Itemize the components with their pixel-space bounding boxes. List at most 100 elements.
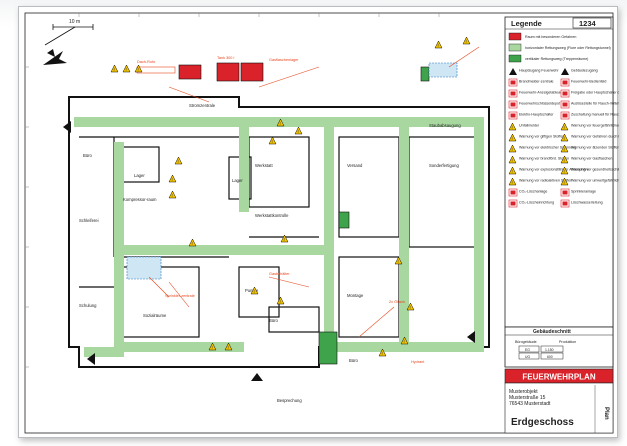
warning-icon: ! bbox=[394, 256, 403, 265]
floor-value-ug: 600 bbox=[547, 355, 553, 359]
svg-text:!: ! bbox=[172, 177, 173, 182]
legend-item-label: Elektro-Hauptschalter bbox=[519, 113, 554, 117]
legend-swatch-row: Raum mit besonderen Gefahren bbox=[508, 32, 576, 41]
annotation-tank: Tank 300 l bbox=[217, 56, 234, 60]
svg-text:!: ! bbox=[272, 139, 273, 144]
warning-icon: ! bbox=[224, 342, 233, 351]
room-label-buero: Büro bbox=[83, 153, 93, 158]
svg-text:!: ! bbox=[382, 351, 383, 356]
annotation-sprinkler: Sprinkler-zentrale bbox=[165, 294, 195, 298]
legend-item-label: Löschwasserleitung bbox=[571, 201, 603, 205]
svg-text:!: ! bbox=[228, 345, 229, 350]
legend-item-warn-icon: !Warnung vor brandförd. Stoffen bbox=[508, 155, 569, 164]
legend-item-triangle-small-icon: Gebäudezugang bbox=[561, 68, 598, 75]
svg-text:!: ! bbox=[564, 180, 565, 185]
section-col2: Produktion bbox=[559, 340, 576, 344]
warning-icon: ! bbox=[508, 155, 517, 164]
legend-item-label: CO₂-Löschanlage bbox=[519, 190, 547, 194]
warning-icon: ! bbox=[434, 40, 443, 49]
room-label-lager: Lager bbox=[134, 173, 145, 178]
legend-rows: Raum mit besonderen Gefahrenhorizontaler… bbox=[508, 32, 619, 208]
room-label-kompressor: Kompressor-raum bbox=[123, 197, 157, 202]
svg-text:!: ! bbox=[512, 180, 513, 185]
warning-icon: ! bbox=[406, 302, 415, 311]
scale-bar: 10 m bbox=[52, 19, 94, 30]
legend-item-warn-icon: ! Warnung vor umweltgefährlichen Stoffen bbox=[560, 177, 619, 186]
warning-icon: ! bbox=[110, 64, 119, 73]
fire-brigade-plan-sheet: 10 m bbox=[18, 6, 619, 438]
legend-item-label: Warnung vor explosionsfähiger Atmosphäre bbox=[519, 168, 589, 172]
legend-item-warn-icon: !Warnung vor radioaktiven Stoffen bbox=[508, 177, 572, 186]
annotation-hydrant: Hydrant bbox=[411, 360, 425, 364]
legend-item-rwa-icon: Auslösestelle für Rauch-/Wärmeabzug bbox=[560, 100, 619, 109]
legend-item-label: Sprinkleranlage bbox=[571, 190, 596, 194]
inner-walls bbox=[79, 136, 480, 338]
legend-item-label: Zuschaltung manuell für Rauch-/Wärmeabzu… bbox=[571, 113, 619, 117]
room-label-lager-2: Lager bbox=[232, 178, 243, 183]
svg-text:!: ! bbox=[114, 67, 115, 72]
legend-item-triangle-icon: Hauptzugang Feuerwehr bbox=[509, 68, 559, 75]
warning-icon: ! bbox=[560, 166, 569, 175]
legend-item-label: Warnung vor Gefahren durch Batterien bbox=[571, 135, 619, 139]
room-label-buero-3: Büro bbox=[269, 318, 279, 323]
legend-title: Legende bbox=[511, 19, 542, 28]
brand-logo: Plan bbox=[603, 407, 609, 420]
legend-item-label: CO₂-Löscheinrichtung bbox=[519, 201, 554, 205]
legend-item-label: Gebäudezugang bbox=[571, 69, 598, 73]
warning-icon: ! bbox=[508, 133, 517, 142]
legend-item-warn-icon: !Warnung vor explosionsfähiger Atmosphär… bbox=[508, 166, 589, 175]
room-label-strom: Stromzentrale bbox=[189, 103, 216, 108]
legend-item-label: Warnung vor brandförd. Stoffen bbox=[519, 157, 569, 161]
warning-icon: ! bbox=[508, 166, 517, 175]
legend-item-label: Auslösestelle für Rauch-/Wärmeabzug bbox=[571, 102, 619, 106]
legend-item-label: Feuerwehr-Bedienfeld bbox=[571, 80, 606, 84]
legend-item-label: Feuerwehrschlüsseldepot bbox=[519, 102, 560, 106]
warning-icon: ! bbox=[508, 177, 517, 186]
room-label-schulung: Schulung bbox=[79, 303, 97, 308]
danger-rooms bbox=[136, 62, 264, 82]
svg-text:!: ! bbox=[438, 43, 439, 48]
room-label-sozial: Sozialräume bbox=[143, 313, 167, 318]
room-label-versand: Versand bbox=[347, 163, 363, 168]
warning-icon: ! bbox=[276, 118, 285, 127]
warning-icon: ! bbox=[250, 286, 259, 295]
title-block: FEUERWEHRPLAN Musterobjekt Musterstraße … bbox=[504, 368, 614, 434]
warning-icon: ! bbox=[188, 238, 197, 247]
legend-panel: Legende 1234 Raum mit besonderen Gefahre… bbox=[504, 16, 619, 328]
annotation-dach-rohr: Dach-Rohr bbox=[137, 60, 156, 64]
scale-label: 10 m bbox=[69, 19, 80, 25]
legend-item-gas-icon: Zuschaltung manuell für Rauch-/Wärmeabzu… bbox=[560, 111, 619, 120]
svg-text:!: ! bbox=[178, 159, 179, 164]
warning-icon: ! bbox=[134, 64, 143, 73]
svg-text:!: ! bbox=[126, 67, 127, 72]
svg-text:!: ! bbox=[564, 169, 565, 174]
legend-item-warn-icon: !Warnung vor feuergefährlichen Stoffen bbox=[560, 122, 619, 131]
plan-banner: FEUERWEHRPLAN bbox=[522, 373, 595, 382]
legend-item-label: Warnung vor giftigen Stoffen bbox=[519, 135, 564, 139]
address-line-2: Musterstraße 15 bbox=[509, 395, 546, 401]
legend-item-lw-icon: Löschwasserleitung bbox=[560, 199, 603, 208]
hazard-leader-lines bbox=[148, 46, 480, 338]
section-panel: Gebäudeschnitt Bürogebäude Produktion EG… bbox=[504, 326, 614, 368]
warning-icon: ! bbox=[208, 342, 217, 351]
legend-item-label: Warnung vor gesundheitsschädlichen Stoff… bbox=[571, 168, 619, 172]
warning-icon: ! bbox=[378, 348, 387, 357]
plan-warning-icons: !!!!!!!!!!!!!!!!!!!!! bbox=[110, 36, 471, 357]
room-label-besprechung: Besprechung bbox=[277, 398, 302, 403]
section-col1: Bürogebäude bbox=[515, 340, 537, 344]
svg-text:!: ! bbox=[512, 125, 513, 130]
address-line-1: Musterobjekt bbox=[509, 389, 538, 395]
legend-item-label: Warnung vor feuergefährlichen Stoffen bbox=[571, 124, 619, 128]
legend-item-fsd2-icon: Feuerwehrschlüsseldepot bbox=[508, 100, 560, 109]
svg-text:!: ! bbox=[138, 67, 139, 72]
svg-text:!: ! bbox=[280, 299, 281, 304]
legend-item-label: Warnung vor umweltgefährlichen Stoffen bbox=[571, 179, 619, 183]
room-label-schleiferei: Schleiferei bbox=[79, 218, 99, 223]
legend-item-bmz-icon: Brandmelder-zentrale bbox=[508, 78, 554, 87]
room-labels: Büro Lager Werkstatt Kompressor-raum Sch… bbox=[79, 103, 461, 403]
svg-text:!: ! bbox=[564, 147, 565, 152]
svg-text:!: ! bbox=[404, 339, 405, 344]
sheet-number: 1234 bbox=[579, 19, 597, 28]
legend-item-label: Warnung vor radioaktiven Stoffen bbox=[519, 179, 572, 183]
